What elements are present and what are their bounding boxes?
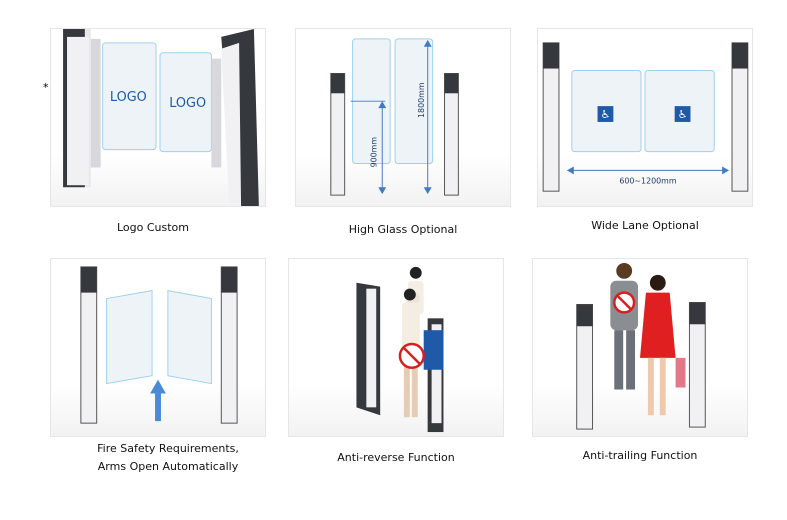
caption-anti-reverse: Anti-reverse Function (337, 451, 455, 464)
dim-lane-width: 600~1200mm (619, 176, 677, 185)
caption-fire-safety: Fire Safety Requirements,Arms Open Autom… (97, 442, 239, 473)
panel-anti-reverse (288, 258, 504, 437)
panel-fire-safety (50, 258, 266, 437)
svg-text:♿: ♿ (601, 108, 611, 121)
panel-logo-custom: LOGO LOGO (50, 28, 266, 207)
dim-1800: 1800mm (417, 82, 426, 118)
dim-900: 900mm (369, 137, 378, 168)
glass-logo-left: LOGO (110, 90, 147, 105)
asterisk-marker: * (43, 81, 49, 94)
glass-logo-right: LOGO (169, 96, 206, 111)
caption-high-glass: High Glass Optional (348, 223, 458, 236)
svg-text:♿: ♿ (678, 108, 688, 121)
caption-wide-lane: Wide Lane Optional (591, 219, 699, 232)
caption-anti-trailing: Anti-trailing Function (582, 449, 698, 462)
caption-logo-custom: Logo Custom (116, 221, 189, 234)
wheelchair-icon (674, 106, 691, 122)
arrow-up-icon (150, 379, 166, 422)
wheelchair-icon (597, 106, 614, 122)
panel-anti-trailing (532, 258, 748, 437)
panel-wide-lane: ♿ ♿ 600~1200mm (537, 28, 753, 207)
panel-high-glass: 900mm 1800mm (295, 28, 511, 207)
